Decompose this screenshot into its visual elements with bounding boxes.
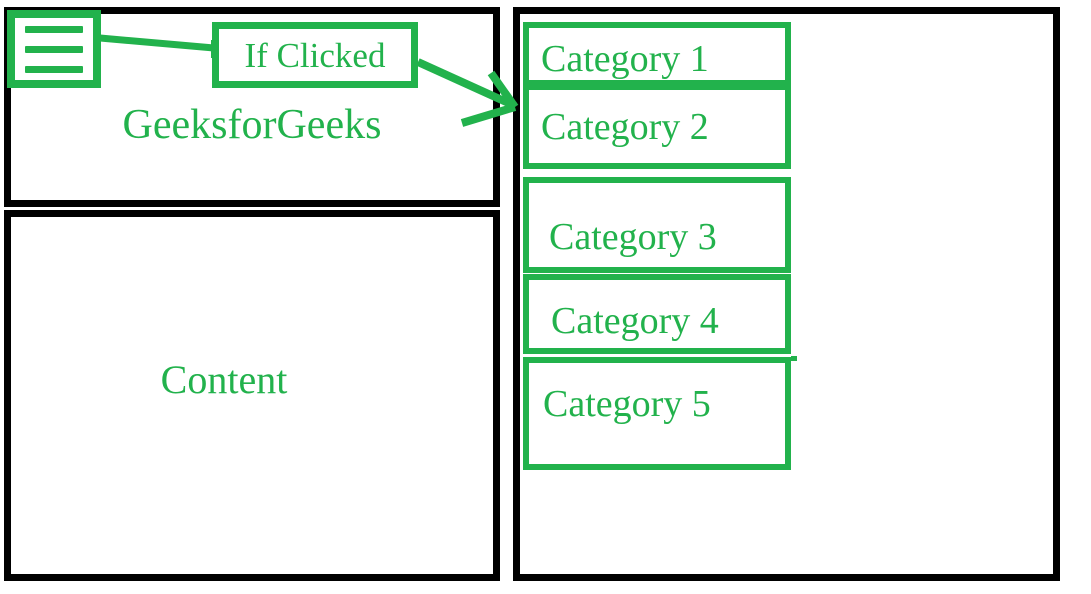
- if-clicked-callout-box: If Clicked: [212, 22, 418, 88]
- category-item-2-label: Category 2: [541, 106, 709, 148]
- hamburger-bar-3: [25, 65, 83, 73]
- category-item-5[interactable]: Category 5: [523, 357, 791, 470]
- hamburger-bar-2: [25, 45, 83, 53]
- category-item-3[interactable]: Category 3: [523, 177, 791, 273]
- category-item-4-label: Category 4: [551, 300, 719, 342]
- if-clicked-label: If Clicked: [244, 35, 386, 75]
- category-item-2[interactable]: Category 2: [523, 84, 791, 169]
- category-item-3-label: Category 3: [549, 216, 717, 258]
- left-content-panel: [4, 210, 500, 581]
- category-item-4[interactable]: Category 4: [523, 274, 791, 354]
- category-item-1[interactable]: Category 1: [523, 22, 791, 86]
- content-area-label: Content: [160, 357, 288, 402]
- category-item-1-label: Category 1: [541, 38, 709, 80]
- hamburger-bar-1: [25, 25, 83, 33]
- category-item-5-label: Category 5: [543, 383, 711, 425]
- hamburger-menu-icon[interactable]: [7, 10, 101, 88]
- brand-title: GeeksforGeeks: [122, 102, 382, 148]
